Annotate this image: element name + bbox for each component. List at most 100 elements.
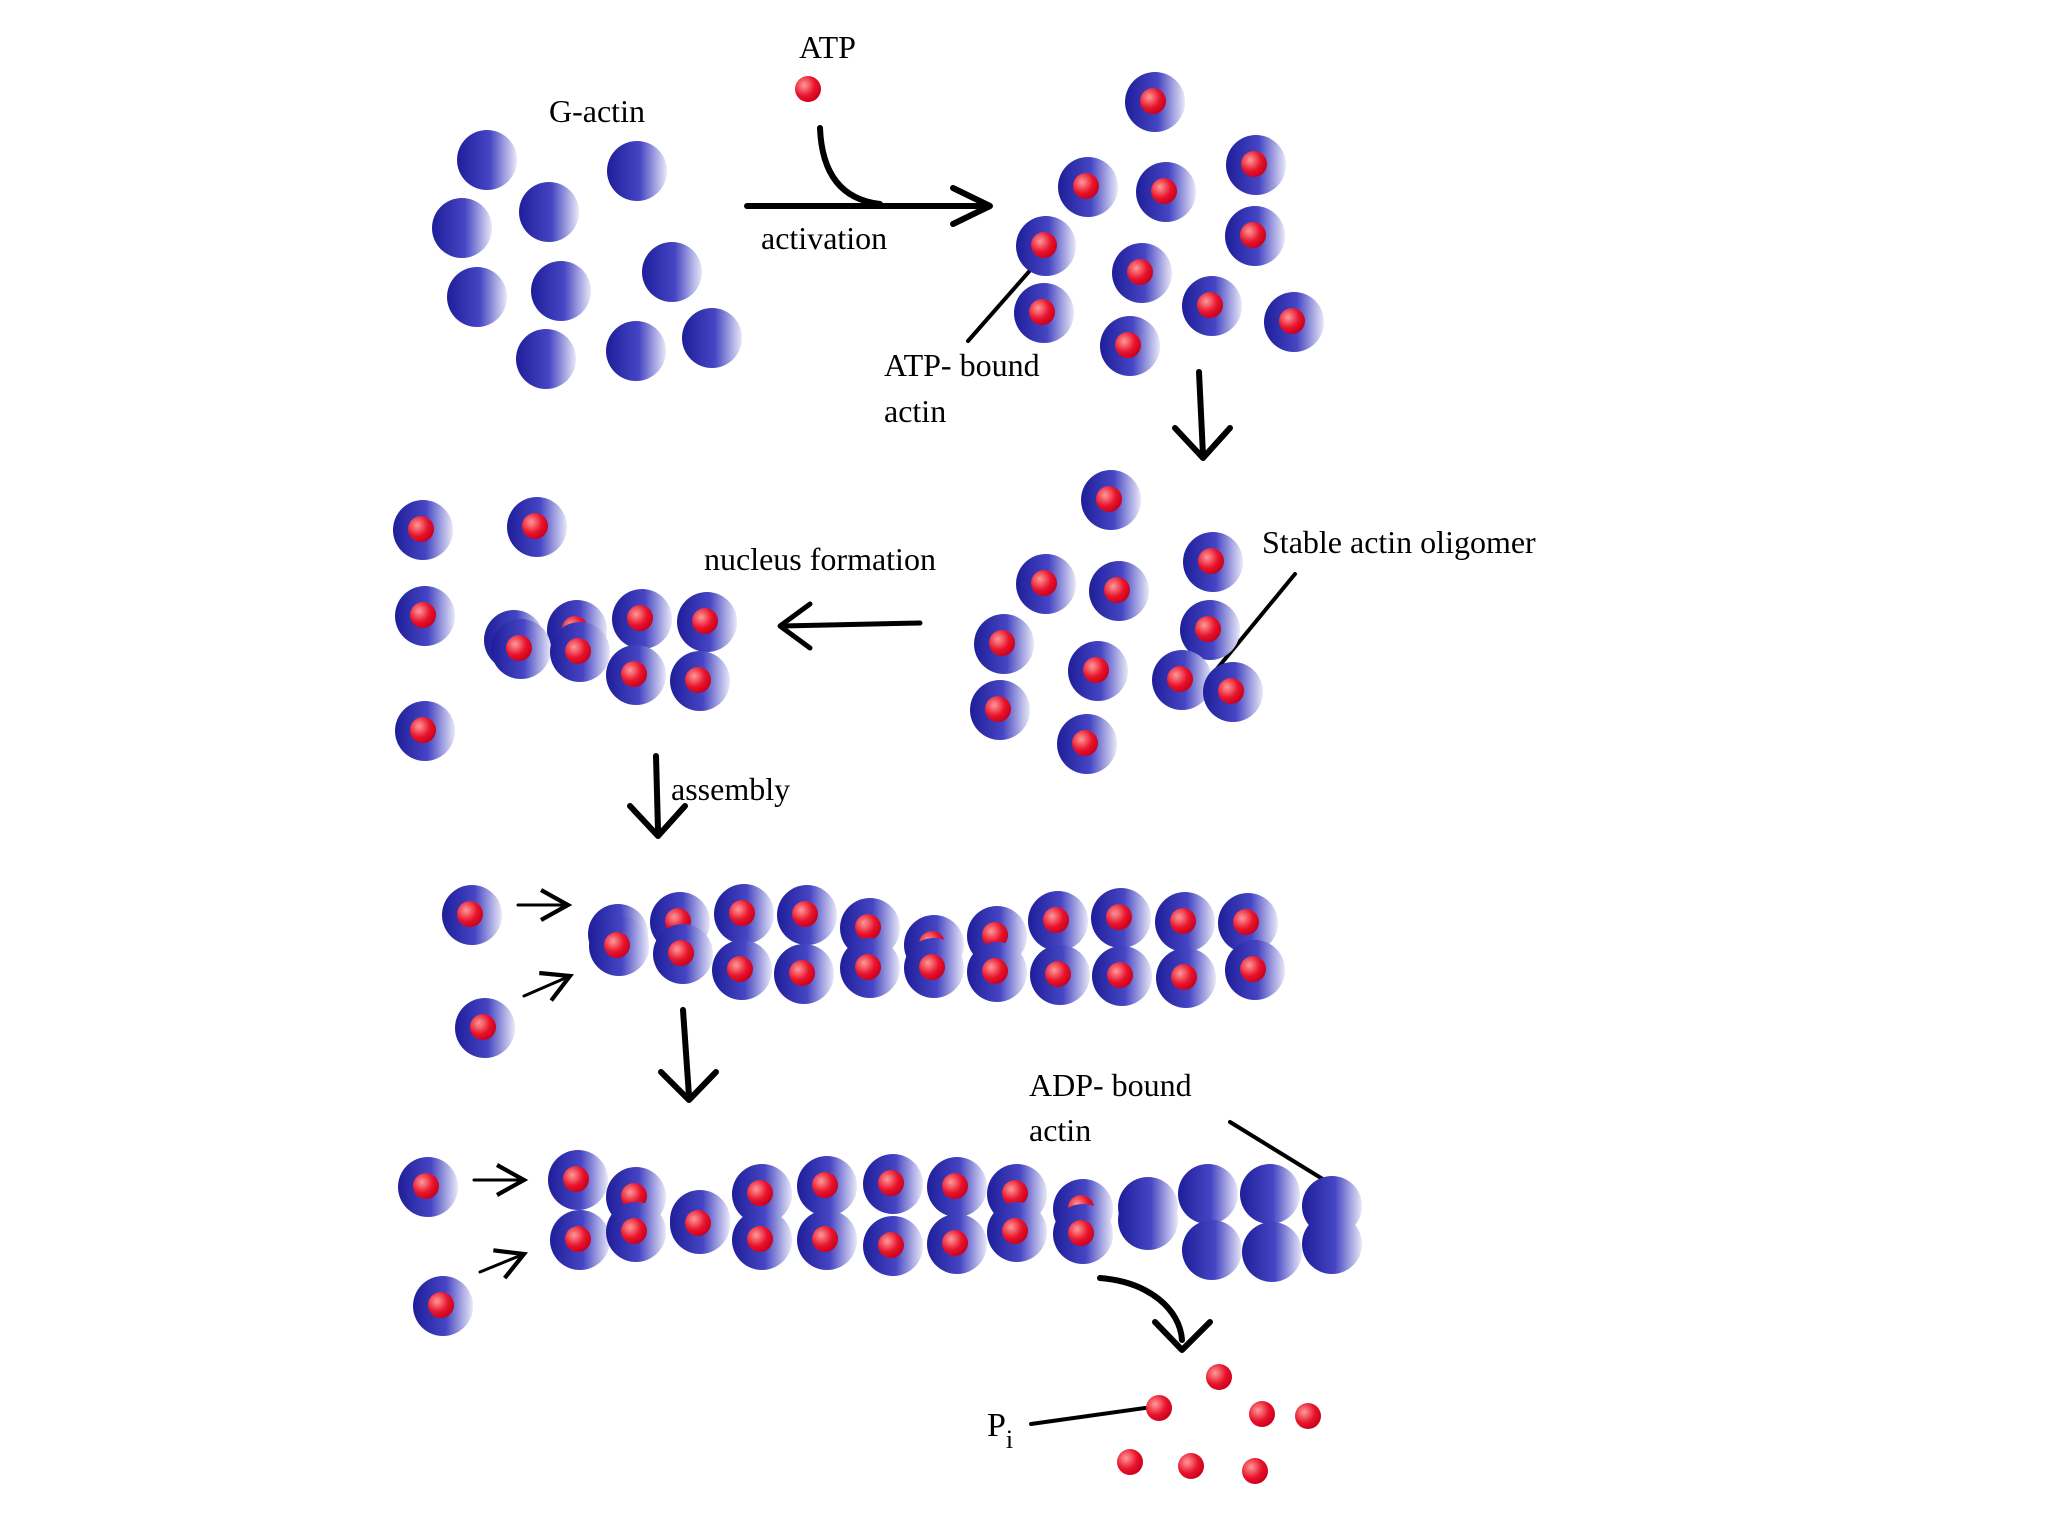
filament-actin — [732, 1210, 792, 1270]
incoming-arrow-2 — [524, 976, 570, 996]
filament-actin — [653, 924, 713, 984]
filament-actin — [777, 885, 837, 945]
bound-nucleotide — [727, 956, 753, 982]
atp-binding-curve — [820, 128, 880, 204]
filament-actin — [714, 884, 774, 944]
bound-nucleotide — [685, 667, 711, 693]
atp-bound-actin — [1183, 532, 1243, 592]
filament-actin — [1091, 888, 1151, 948]
bound-nucleotide — [792, 901, 818, 927]
atp-bound-actin — [1152, 650, 1212, 710]
incoming-actin — [413, 1276, 473, 1336]
filament-actin — [1030, 945, 1090, 1005]
adp-bound-actin-label-line2: actin — [1029, 1112, 1091, 1148]
nucleus-formation-arrow-shaft — [782, 623, 920, 626]
molecules — [393, 72, 1362, 1484]
atp-bound-actin-label-line2: actin — [884, 393, 946, 429]
adp-bound-actin — [1242, 1222, 1302, 1282]
phosphate-pointer — [1031, 1408, 1145, 1424]
bound-nucleotide — [747, 1226, 773, 1252]
nucleus-actin — [670, 651, 730, 711]
activation-label: activation — [761, 220, 887, 256]
actin-body — [432, 198, 492, 258]
g-actin-monomer — [432, 198, 492, 258]
actin-body — [607, 141, 667, 201]
bound-nucleotide — [1279, 308, 1305, 334]
bound-nucleotide — [1106, 904, 1132, 930]
atp-bound-actin — [393, 500, 453, 560]
down-arrow-1-shaft — [1199, 372, 1203, 455]
phosphate-release-curve — [1100, 1278, 1182, 1340]
filament-actin — [840, 938, 900, 998]
bound-nucleotide — [457, 901, 483, 927]
bound-nucleotide — [428, 1292, 454, 1318]
bound-nucleotide — [1073, 173, 1099, 199]
bound-nucleotide — [812, 1226, 838, 1252]
bound-nucleotide — [1240, 956, 1266, 982]
incoming-actin — [442, 885, 502, 945]
filament-actin — [927, 1214, 987, 1274]
bound-nucleotide — [729, 900, 755, 926]
bound-nucleotide — [1043, 907, 1069, 933]
bound-nucleotide — [668, 940, 694, 966]
bound-nucleotide — [1107, 962, 1133, 988]
bound-nucleotide — [1096, 486, 1122, 512]
atp-molecule — [795, 76, 821, 102]
bound-nucleotide — [942, 1173, 968, 1199]
filament-actin — [1156, 948, 1216, 1008]
filament-actin — [967, 942, 1027, 1002]
phosphate-label-main: P — [987, 1407, 1006, 1444]
bound-nucleotide — [942, 1230, 968, 1256]
atp-bound-actin — [1112, 243, 1172, 303]
bound-nucleotide — [565, 638, 591, 664]
filament-actin — [797, 1156, 857, 1216]
atp-bound-actin — [507, 497, 567, 557]
assembly-arrow-shaft — [656, 756, 658, 830]
bound-nucleotide — [919, 954, 945, 980]
actin-body — [516, 329, 576, 389]
released-phosphate — [1295, 1403, 1321, 1429]
bound-nucleotide — [563, 1166, 589, 1192]
bound-nucleotide — [1241, 151, 1267, 177]
g-actin-monomer — [531, 261, 591, 321]
bound-nucleotide — [982, 958, 1008, 984]
filament-actin — [1028, 891, 1088, 951]
bound-nucleotide — [812, 1172, 838, 1198]
phosphate-label-subscript: i — [1006, 1425, 1013, 1454]
g-actin-monomer — [447, 267, 507, 327]
actin-body — [531, 261, 591, 321]
bound-nucleotide — [692, 608, 718, 634]
bound-nucleotide — [1240, 222, 1266, 248]
bound-nucleotide — [855, 954, 881, 980]
bound-nucleotide — [747, 1180, 773, 1206]
bound-nucleotide — [878, 1232, 904, 1258]
released-phosphate — [1249, 1401, 1275, 1427]
bound-nucleotide — [1218, 678, 1244, 704]
g-actin-monomer — [606, 321, 666, 381]
atp-bound-actin-label-line1: ATP- bound — [884, 347, 1040, 383]
actin-body — [682, 308, 742, 368]
filament-actin — [1092, 946, 1152, 1006]
bound-nucleotide — [1115, 332, 1141, 358]
bound-nucleotide — [410, 602, 436, 628]
filament-actin — [797, 1210, 857, 1270]
bound-nucleotide — [1068, 1220, 1094, 1246]
g-actin-monomer — [682, 308, 742, 368]
bound-nucleotide — [789, 960, 815, 986]
filament-actin — [548, 1150, 608, 1210]
adp-bound-actin — [1118, 1190, 1178, 1250]
bound-nucleotide — [1198, 548, 1224, 574]
g-actin-label: G-actin — [549, 93, 645, 129]
bound-nucleotide — [1171, 964, 1197, 990]
actin-body — [606, 321, 666, 381]
down-arrow-2-shaft — [683, 1010, 689, 1096]
phosphate-label: Pi — [987, 1407, 1013, 1454]
atp-bound-actin — [1058, 157, 1118, 217]
stable-oligomer-label: Stable actin oligomer — [1262, 524, 1536, 560]
actin-body — [1242, 1222, 1302, 1282]
incoming-actin — [455, 998, 515, 1058]
filament-actin — [1225, 940, 1285, 1000]
atp-bound-actin — [1182, 276, 1242, 336]
actin-body — [519, 182, 579, 242]
